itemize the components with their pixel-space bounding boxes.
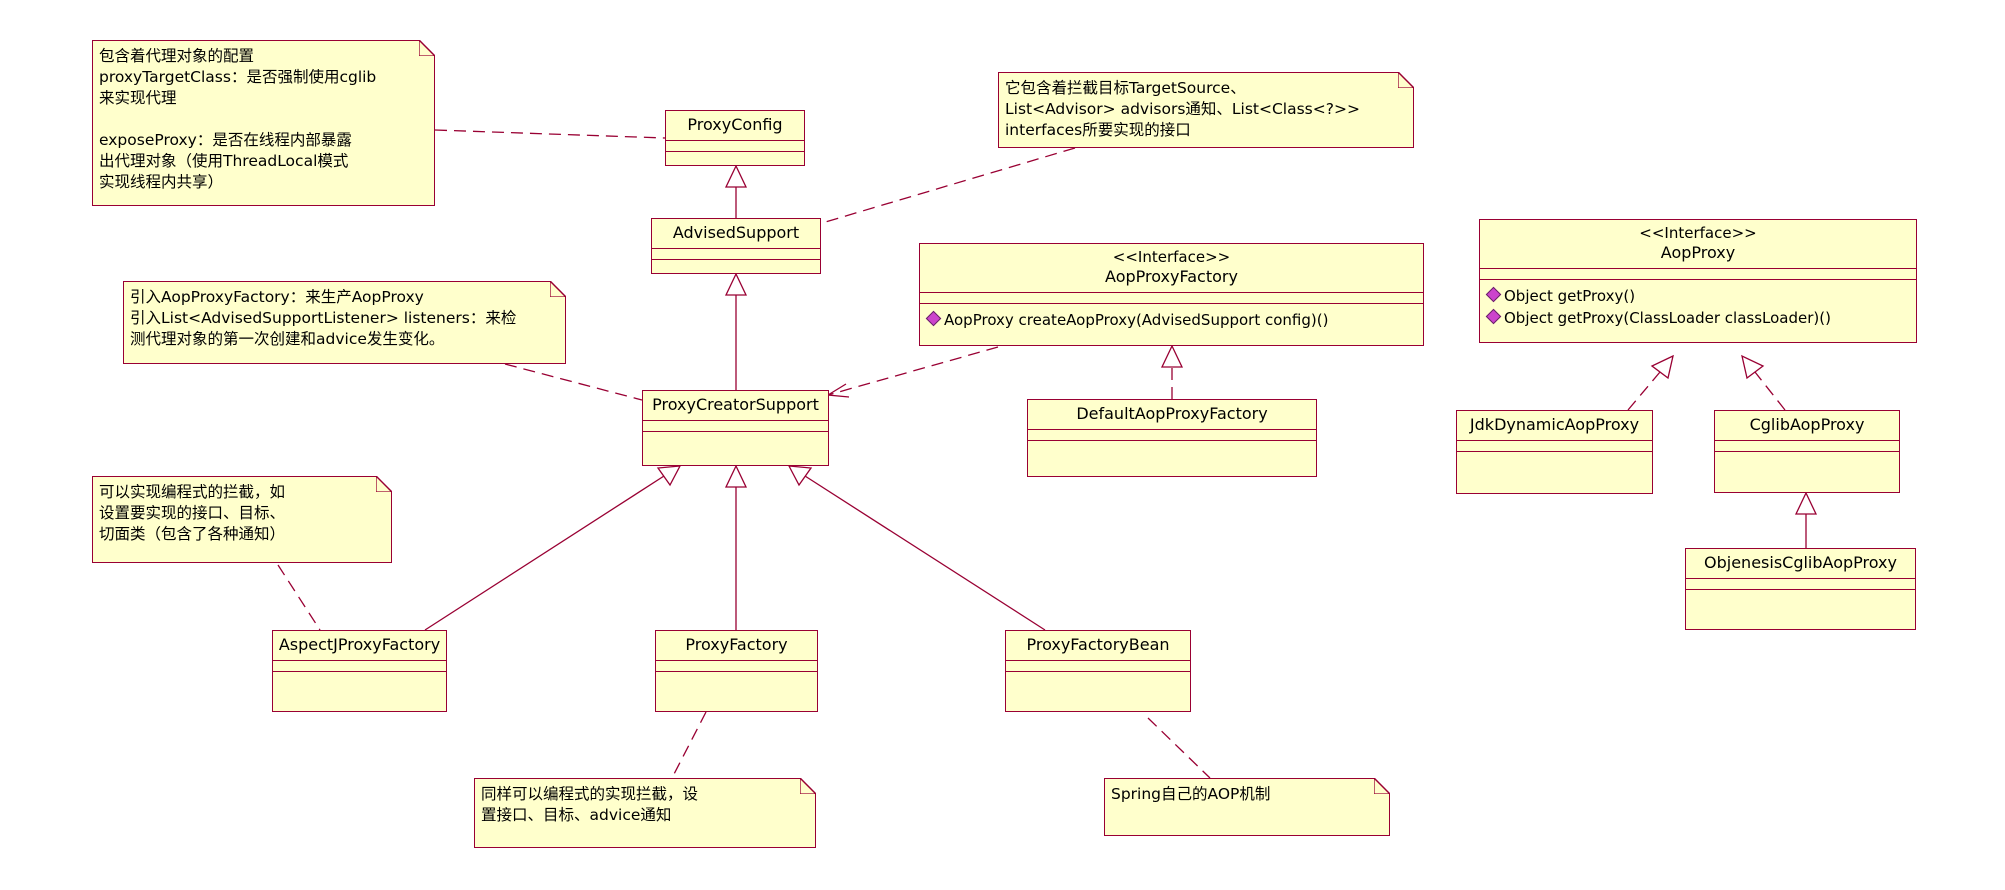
class-proxy-config[interactable]: ProxyConfig	[665, 110, 805, 166]
attributes-compartment	[1028, 430, 1316, 441]
note-aspectj: 可以实现编程式的拦截，如 设置要实现的接口、目标、 切面类（包含了各种通知）	[92, 476, 392, 563]
operation-get-proxy-classloader[interactable]: Object getProxy(ClassLoader classLoader)…	[1488, 307, 1908, 329]
class-name: ProxyCreatorSupport	[643, 391, 828, 421]
attributes-compartment	[1480, 269, 1916, 280]
class-proxy-factory-bean[interactable]: ProxyFactoryBean	[1005, 630, 1191, 712]
generalization-proxycreatorsupport-advisedsupport	[724, 272, 748, 390]
generalization-aspectj-proxycreatorsupport	[424, 465, 682, 631]
class-name: AopProxy	[1660, 243, 1736, 262]
note-link-proxyfactorybean	[1147, 717, 1211, 779]
operation-get-proxy[interactable]: Object getProxy()	[1488, 285, 1908, 307]
class-name: AspectJProxyFactory	[273, 631, 446, 661]
operations-compartment: Object getProxy() Object getProxy(ClassL…	[1480, 280, 1916, 334]
attributes-compartment	[920, 293, 1423, 304]
class-cglib-aop-proxy[interactable]: CglibAopProxy	[1714, 410, 1900, 493]
generalization-proxyfactory-proxycreatorsupport	[724, 464, 748, 630]
attributes-compartment	[1006, 661, 1190, 672]
class-default-aop-proxy-factory[interactable]: DefaultAopProxyFactory	[1027, 399, 1317, 477]
class-proxy-factory[interactable]: ProxyFactory	[655, 630, 818, 712]
attributes-compartment	[273, 661, 446, 672]
interface-aop-proxy[interactable]: <<Interface>> AopProxy Object getProxy()…	[1479, 219, 1917, 343]
realization-cglib-aopproxy	[1741, 354, 1786, 411]
operations-compartment: AopProxy createAopProxy(AdvisedSupport c…	[920, 304, 1423, 336]
note-proxy-factory-bean: Spring自己的AOP机制	[1104, 778, 1390, 836]
class-name: ObjenesisCglibAopProxy	[1686, 549, 1915, 579]
class-proxy-creator-support[interactable]: ProxyCreatorSupport	[642, 390, 829, 466]
realization-default-aopproxyfactory	[1160, 344, 1184, 399]
class-name: AopProxyFactory	[1105, 267, 1238, 286]
class-name: ProxyFactoryBean	[1006, 631, 1190, 661]
generalization-advisedsupport-proxyconfig	[724, 164, 748, 220]
note-link-aspectj	[277, 564, 321, 631]
class-name: AdvisedSupport	[652, 219, 820, 249]
class-name: JdkDynamicAopProxy	[1457, 411, 1652, 441]
note-advised-support: 它包含着拦截目标TargetSource、 List<Advisor> advi…	[998, 72, 1414, 148]
class-aspectj-proxy-factory[interactable]: AspectJProxyFactory	[272, 630, 447, 712]
note-proxy-config: 包含着代理对象的配置 proxyTargetClass：是否强制使用cglib …	[92, 40, 435, 206]
stereotype-label: <<Interface>>	[1639, 224, 1757, 242]
class-name: ProxyFactory	[656, 631, 817, 661]
note-proxy-creator-support: 引入AopProxyFactory：来生产AopProxy 引入List<Adv…	[123, 281, 566, 364]
generalization-objenesis-cglib	[1794, 491, 1818, 548]
attributes-compartment	[656, 661, 817, 672]
note-proxy-factory: 同样可以编程式的实现拦截，设 置接口、目标、advice通知	[474, 778, 816, 848]
attributes-compartment	[652, 249, 820, 260]
generalization-proxyfactorybean-proxycreatorsupport	[787, 465, 1046, 631]
dependency-creator-aopproxyfactory	[827, 346, 999, 396]
note-link-advisedsupport	[821, 147, 1076, 224]
interface-aop-proxy-factory[interactable]: <<Interface>> AopProxyFactory AopProxy c…	[919, 243, 1424, 346]
attributes-compartment	[1457, 441, 1652, 452]
stereotype-label: <<Interface>>	[1112, 248, 1231, 266]
attributes-compartment	[1715, 441, 1899, 452]
operation-create-aop-proxy[interactable]: AopProxy createAopProxy(AdvisedSupport c…	[928, 309, 1415, 331]
class-name: CglibAopProxy	[1715, 411, 1899, 441]
attributes-compartment	[666, 141, 804, 152]
attributes-compartment	[1686, 579, 1915, 590]
realization-jdk-aopproxy	[1627, 354, 1674, 411]
note-link-proxyconfig	[434, 129, 666, 139]
class-name: DefaultAopProxyFactory	[1028, 400, 1316, 430]
note-link-proxycreatorsupport	[504, 363, 643, 401]
class-objenesis-cglib-aop-proxy[interactable]: ObjenesisCglibAopProxy	[1685, 548, 1916, 630]
attributes-compartment	[643, 421, 828, 432]
class-advised-support[interactable]: AdvisedSupport	[651, 218, 821, 274]
class-jdk-dynamic-aop-proxy[interactable]: JdkDynamicAopProxy	[1456, 410, 1653, 494]
note-link-proxyfactory	[671, 711, 707, 779]
class-name: ProxyConfig	[666, 111, 804, 141]
